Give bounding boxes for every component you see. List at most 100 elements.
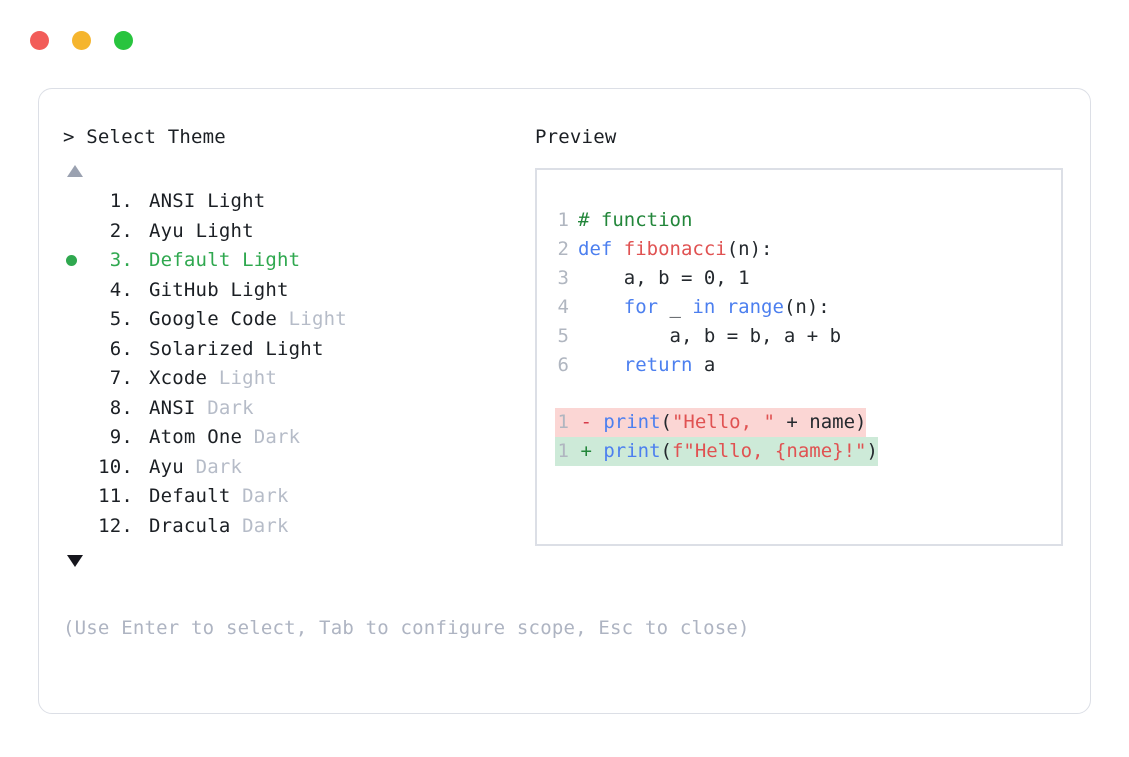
theme-item-index: 9. [98,426,133,448]
theme-item-spacer [133,246,149,276]
theme-select-panel: > Select Theme 1. ANSI Light 2. Ayu Ligh… [63,125,533,567]
theme-item-spacer [133,276,149,306]
code-token: print [603,411,661,433]
theme-item-index: 6. [98,337,133,360]
theme-item-index: 12. [98,514,133,537]
theme-item-variant: Light [218,367,278,389]
theme-list-item[interactable]: 8. ANSI Dark [63,394,533,424]
theme-item-name: Solarized [149,337,266,360]
code-token: _ [658,296,693,318]
code-line-content: a, b = b, a + b [578,322,842,351]
theme-item-name: Dracula [149,514,243,537]
code-token: in range [692,296,784,318]
theme-list-item[interactable]: 1. ANSI Light [63,187,533,217]
theme-item-spacer [133,187,149,217]
code-token: "Hello, " [671,411,775,433]
theme-item-name: Ayu [149,219,196,242]
page-title: > Select Theme [63,125,533,149]
selected-bullet-icon [66,255,77,267]
theme-item-spacer [133,423,149,453]
code-diff-gap [537,380,1061,408]
theme-item-variant: Light [242,249,301,271]
code-diff-line: 1 - print("Hello, " + name) [537,408,1061,437]
theme-item-index: 11. [98,485,133,507]
window-traffic-lights [30,31,133,50]
theme-list-item[interactable]: 2. Ayu Light [63,217,533,247]
theme-item-index: 10. [98,455,133,478]
theme-item-index: 8. [98,396,133,419]
code-line: 1# function [537,206,1061,235]
diff-sign: + [569,440,604,462]
theme-list-item[interactable]: 5. Google Code Light [63,305,533,335]
theme-item-index: 1. [98,190,133,212]
theme-item-variant: Light [265,337,324,360]
close-icon[interactable] [30,31,49,50]
code-token [578,296,624,318]
theme-list-item[interactable]: 12. Dracula Dark [63,512,533,542]
code-line-number: 6 [557,354,569,376]
theme-item-index: 5. [98,308,133,330]
code-line-number: 1 [557,209,569,231]
keyboard-hint: (Use Enter to select, Tab to configure s… [63,617,750,639]
code-line: 5 a, b = b, a + b [537,322,1061,351]
code-token: print [603,440,661,462]
theme-list-item[interactable]: 9. Atom One Dark [63,423,533,453]
theme-item-variant: Dark [207,396,254,419]
code-line-number: 3 [557,267,569,289]
card-columns: > Select Theme 1. ANSI Light 2. Ayu Ligh… [39,89,1090,713]
theme-list-item[interactable]: 10. Ayu Dark [63,453,533,483]
code-token [578,354,624,376]
theme-item-index: 4. [98,278,133,301]
scroll-down-arrow-icon[interactable] [67,555,83,567]
prompt-marker: > [63,126,75,148]
code-token: + name) [774,411,867,433]
code-line-number: 1 [557,411,569,433]
code-token: return [623,354,693,376]
theme-item-spacer [133,335,149,365]
code-token: ( [660,440,672,462]
theme-list-item[interactable]: 11. Default Dark [63,482,533,512]
theme-item-spacer [133,217,149,247]
theme-item-name: Atom One [149,426,254,448]
theme-item-name: Default [149,249,243,271]
theme-list-item[interactable]: 7. Xcode Light [63,364,533,394]
theme-item-name: Default [149,485,243,507]
theme-item-name: Google Code [149,308,289,330]
theme-item-spacer [133,305,149,335]
theme-item-variant: Dark [242,485,289,507]
code-line-content: return a [578,351,716,380]
theme-item-name: Xcode [149,367,219,389]
preview-title: Preview [535,126,617,148]
diff-removed-line: 1 - print("Hello, " + name) [555,408,867,437]
theme-list-item[interactable]: 4. GitHub Light [63,276,533,306]
theme-item-name: GitHub [149,278,231,301]
code-token: (n): [726,238,773,260]
scroll-up-arrow-icon[interactable] [67,165,83,177]
code-line-content: for _ in range(n): [578,293,830,322]
theme-item-name: Ayu [149,455,196,478]
code-line-number: 2 [557,238,569,260]
theme-item-name: ANSI [149,396,208,419]
minimize-icon[interactable] [72,31,91,50]
code-diff-line: 1 + print(f"Hello, {name}!") [537,437,1061,466]
code-token: def [578,238,624,260]
selection-indicator-slot [63,255,93,267]
theme-item-spacer [133,482,149,512]
code-line: 6 return a [537,351,1061,380]
maximize-icon[interactable] [114,31,133,50]
theme-item-index: 2. [98,219,133,242]
theme-item-index: 7. [98,367,133,389]
theme-item-variant: Light [288,308,347,330]
theme-picker-card: > Select Theme 1. ANSI Light 2. Ayu Ligh… [38,88,1091,714]
prompt-title: Select Theme [86,126,226,148]
theme-list-item[interactable]: 6. Solarized Light [63,335,533,365]
diff-sign: - [569,411,604,433]
theme-list-item[interactable]: 3. Default Light [63,246,533,276]
theme-item-spacer [133,512,149,542]
theme-list[interactable]: 1. ANSI Light 2. Ayu Light 3. Default Li… [63,187,533,541]
code-token: ( [660,411,672,433]
